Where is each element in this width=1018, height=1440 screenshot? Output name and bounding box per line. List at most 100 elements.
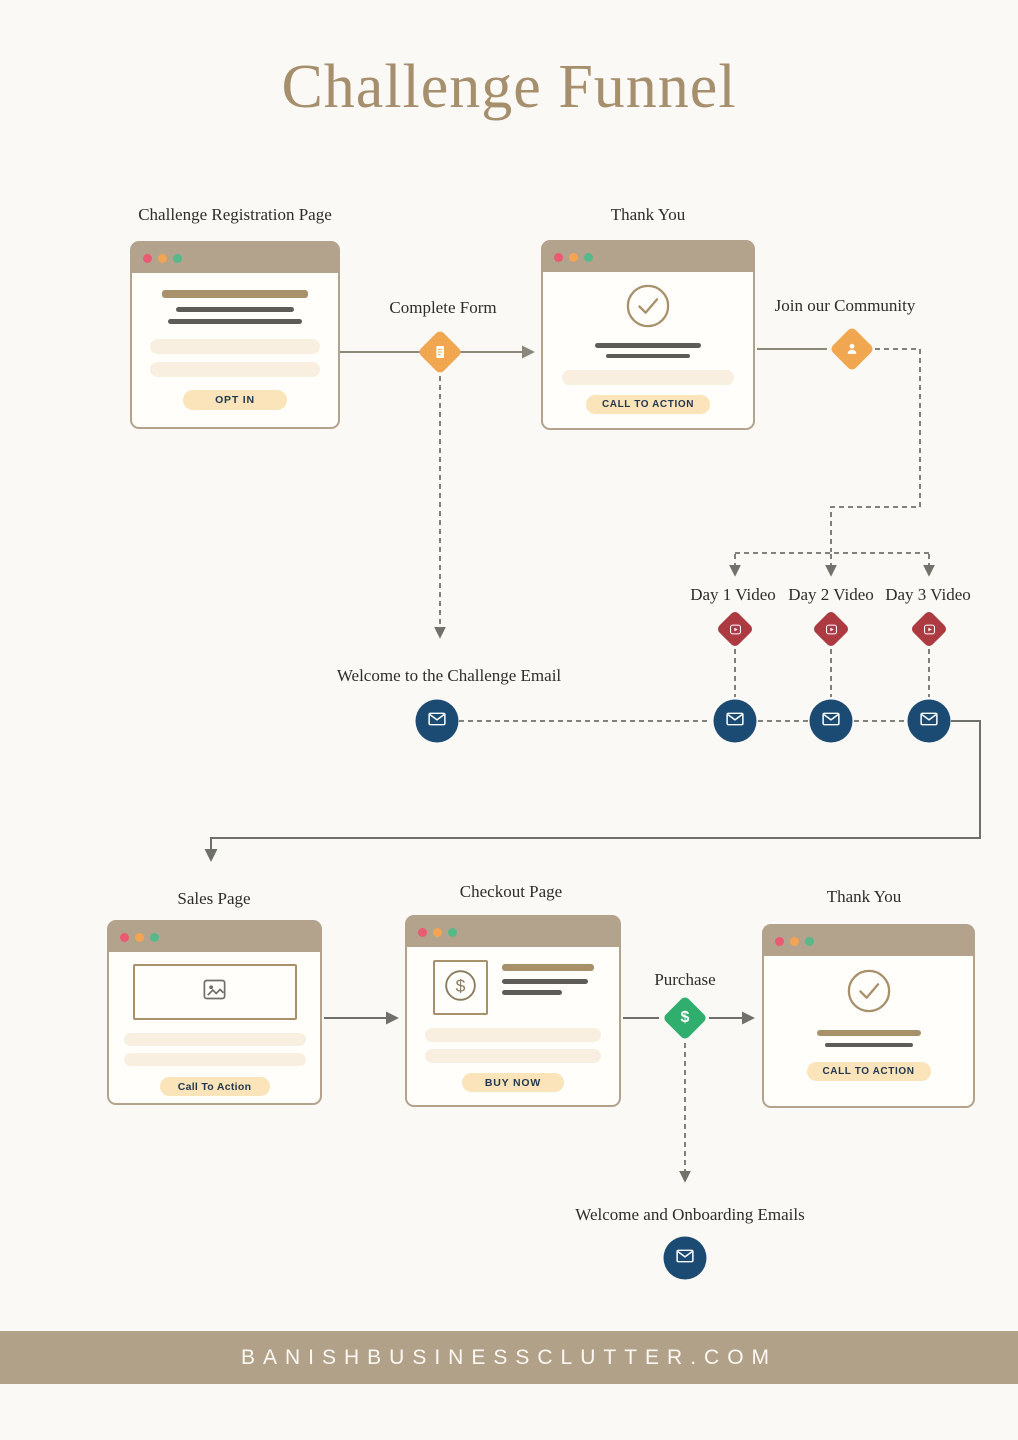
text-placeholder-line [595, 343, 701, 348]
registration-content: OPT IN [132, 273, 338, 410]
window-dot-green-icon [173, 253, 182, 263]
registration-page-label: Challenge Registration Page [138, 205, 332, 224]
day1-video-label: Day 1 Video [690, 585, 776, 604]
envelope-icon [725, 708, 746, 734]
text-placeholder-line [176, 307, 294, 312]
day3-video-label: Day 3 Video [885, 585, 971, 604]
sales-page-card: Call To Action [107, 920, 322, 1105]
window-dot-orange-icon [158, 253, 167, 263]
day2-video-node [811, 609, 851, 649]
thank-you-top-label: Thank You [610, 205, 686, 224]
form-field-placeholder [150, 362, 320, 377]
envelope-icon [919, 708, 940, 734]
price-image-placeholder: $ [432, 960, 488, 1015]
day2-video-label: Day 2 Video [788, 585, 874, 604]
sales-page-label: Sales Page [177, 889, 251, 908]
sales-content: Call To Action [109, 952, 320, 1096]
complete-form-label: Complete Form [389, 298, 497, 317]
purchase-label: Purchase [654, 970, 716, 989]
window-dot-green-icon [150, 932, 159, 942]
window-dot-orange-icon [569, 252, 578, 262]
text-placeholder-line [162, 290, 308, 298]
window-dot-green-icon [448, 927, 457, 937]
onboarding-emails-label: Welcome and Onboarding Emails [575, 1205, 805, 1224]
dollar-glyph: $ [455, 975, 465, 995]
welcome-email-label: Welcome to the Challenge Email [336, 666, 562, 685]
line-wrap-to-sales [204, 720, 981, 862]
dollar-glyph: $ [680, 1009, 690, 1026]
day3-email-node [907, 699, 951, 743]
buy-now-button: BUY NOW [462, 1073, 564, 1092]
person-icon [836, 333, 868, 365]
form-field-placeholder [562, 370, 734, 385]
browser-titlebar [764, 926, 973, 956]
form-field-placeholder [425, 1049, 601, 1063]
text-placeholder-line [501, 979, 588, 984]
text-placeholder-line [816, 1030, 921, 1036]
window-dot-red-icon [120, 932, 129, 942]
registration-page-card: OPT IN [130, 241, 340, 429]
window-dot-red-icon [554, 252, 563, 262]
checkmark-circle-icon [846, 968, 892, 1019]
envelope-icon [675, 1245, 696, 1271]
day2-email-node [809, 699, 853, 743]
text-placeholder-line [501, 964, 594, 971]
page-title: Challenge Funnel [281, 53, 737, 121]
hero-image-placeholder [132, 964, 297, 1020]
window-dot-red-icon [143, 253, 152, 263]
video-icon [722, 616, 749, 643]
browser-titlebar [132, 243, 338, 273]
window-dot-red-icon [418, 927, 427, 937]
video-icon [818, 616, 845, 643]
browser-titlebar [543, 242, 753, 272]
form-field-placeholder [425, 1028, 601, 1042]
day1-email-node [713, 699, 757, 743]
window-dot-orange-icon [790, 936, 799, 946]
content-placeholder [123, 1053, 306, 1066]
thank-you-bottom-label: Thank You [826, 887, 902, 906]
text-placeholder-line [824, 1043, 913, 1047]
product-row: $ [432, 960, 594, 1015]
window-dot-orange-icon [135, 932, 144, 942]
opt-in-button: OPT IN [183, 390, 287, 410]
join-community-label: Join our Community [774, 296, 916, 315]
checkmark-circle-icon [625, 283, 671, 334]
content-placeholder [123, 1033, 306, 1046]
call-to-action-button: CALL TO ACTION [806, 1062, 931, 1081]
checkout-content: $ BUY NOW [407, 947, 619, 1092]
image-icon [201, 976, 228, 1008]
dashed-join-to-videos-feed [830, 348, 921, 552]
thank-you-bottom-card: CALL TO ACTION [762, 924, 975, 1108]
video-icon [916, 616, 943, 643]
join-community-node [829, 326, 875, 372]
product-text-lines [501, 960, 594, 995]
window-dot-orange-icon [433, 927, 442, 937]
day3-video-node [909, 609, 949, 649]
dollar-circle-icon: $ [442, 967, 479, 1009]
thank-you-top-content: CALL TO ACTION [543, 272, 753, 414]
browser-titlebar [109, 922, 320, 952]
day1-video-node [715, 609, 755, 649]
call-to-action-button: CALL TO ACTION [586, 395, 710, 414]
onboarding-email-node [663, 1236, 707, 1280]
window-dot-green-icon [805, 936, 814, 946]
call-to-action-button: Call To Action [159, 1077, 270, 1096]
text-placeholder-line [606, 354, 690, 358]
text-placeholder-line [501, 990, 562, 995]
text-placeholder-line [168, 319, 302, 324]
window-dot-red-icon [775, 936, 784, 946]
complete-form-node [417, 329, 463, 375]
thank-you-top-card: CALL TO ACTION [541, 240, 755, 430]
checkout-page-card: $ BUY NOW [405, 915, 621, 1107]
document-icon [424, 336, 456, 368]
browser-titlebar [407, 917, 619, 947]
purchase-node: $ [662, 995, 708, 1041]
checkout-page-label: Checkout Page [459, 882, 563, 901]
window-dot-green-icon [584, 252, 593, 262]
envelope-icon [821, 708, 842, 734]
footer-url: BANISHBUSINESSCLUTTER.COM [240, 1345, 778, 1369]
welcome-email-node [415, 699, 459, 743]
footer-bar: BANISHBUSINESSCLUTTER.COM [0, 1331, 1018, 1384]
envelope-icon [427, 708, 448, 734]
